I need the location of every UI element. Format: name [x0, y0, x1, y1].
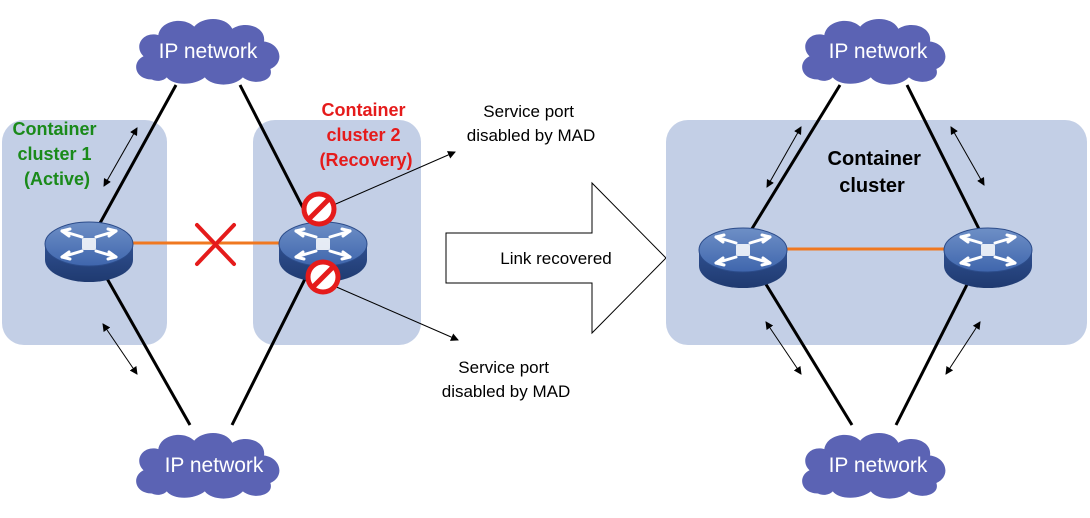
callout-top-text: Service port disabled by MAD — [467, 102, 596, 145]
left-bottom-double-arrow — [102, 323, 138, 375]
prohibited-icon — [304, 194, 334, 224]
callout-line-top — [321, 151, 456, 211]
cluster1-label: Container cluster 1 (Active) — [12, 119, 101, 189]
left-top-cloud-label: IP network — [159, 40, 258, 63]
link-recovered-label: Link recovered — [500, 249, 612, 268]
right-bottom-right-double-arrow — [945, 321, 981, 375]
right-bottom-left-double-arrow — [765, 321, 802, 375]
right-bottom-cloud-label: IP network — [829, 454, 928, 477]
link-recovered-arrow — [445, 181, 667, 335]
left-top-double-arrow — [103, 127, 138, 187]
cross-icon — [195, 223, 236, 266]
switch-icon — [43, 220, 135, 284]
right-top-left-double-arrow — [766, 126, 802, 188]
right-top-right-double-arrow — [950, 126, 985, 186]
switch-icon — [942, 226, 1034, 290]
callout-bottom-text: Service port disabled by MAD — [442, 358, 571, 401]
prohibited-icon — [308, 262, 338, 292]
cluster2-label: Container cluster 2 (Recovery) — [319, 100, 412, 170]
callout-line-bottom — [324, 281, 459, 341]
left-bottom-cloud-label: IP network — [165, 454, 264, 477]
merged-cluster-label: Container cluster — [828, 148, 927, 197]
right-top-cloud-label: IP network — [829, 40, 928, 63]
switch-icon — [697, 226, 789, 290]
